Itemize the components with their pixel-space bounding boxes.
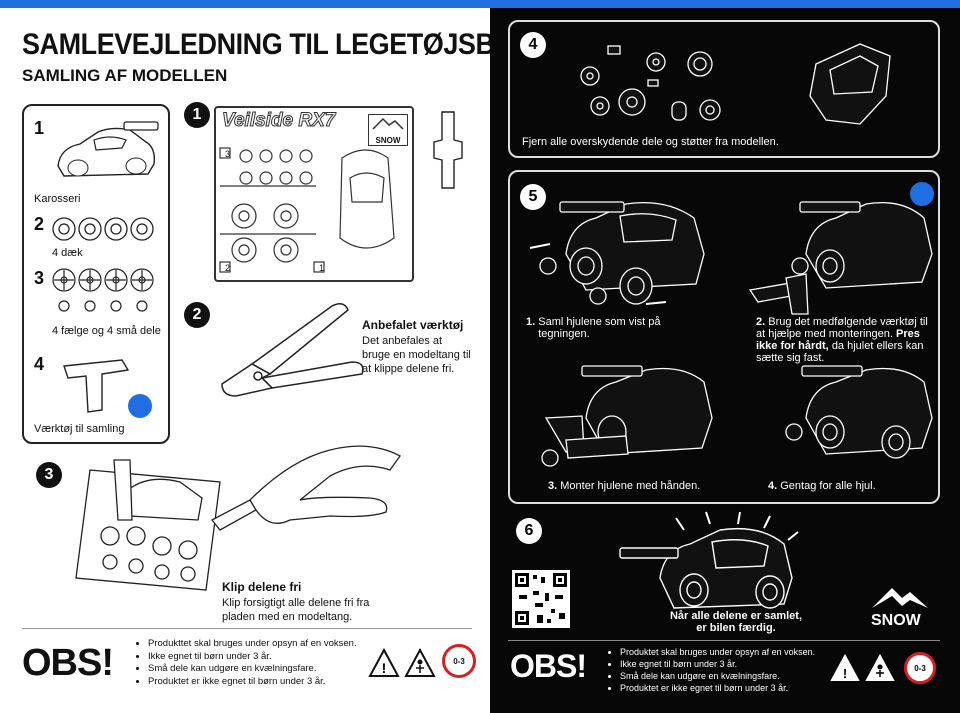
sprue-name: Veilside RX7 — [221, 110, 336, 132]
age-restriction-icon: 0-3 — [442, 644, 476, 678]
sprue-parts-drawing — [219, 147, 395, 273]
parts-removal-illustration — [580, 43, 891, 125]
blue-marker — [910, 182, 934, 206]
car-body-icon — [57, 121, 159, 177]
warning-item: Produktet er ikke egnet til børn under 3… — [148, 676, 366, 689]
substep: 4. Gentag for alle hjul. — [768, 480, 876, 492]
part-label: 4 fælge og 4 små dele — [52, 325, 161, 337]
tool-side-icon — [433, 111, 463, 189]
rims-icon — [52, 268, 154, 312]
pliers-icon — [221, 303, 364, 397]
right-page: 4 Fjern alle overskydende dele og støtte… — [490, 0, 960, 713]
warning-item: Produkttet skal bruges under opsyn af en… — [148, 638, 366, 651]
car-wheel-assembly-1 — [529, 201, 705, 305]
page-title: SAMLEVEJLEDNING TIL LEGETØJSBIL — [22, 28, 518, 61]
warning-list: Produkttet skal bruges under opsyn af en… — [136, 638, 366, 688]
warning-item: Små dele kan udgøre en kvælningsfare. — [148, 663, 366, 676]
substep: 2. Brug det medfølgende værktøj til at h… — [756, 316, 928, 364]
qr-code[interactable] — [512, 570, 570, 628]
step2-title: Anbefalet værktøj — [362, 318, 464, 332]
obs-heading: OBS! — [510, 648, 587, 684]
warning-item: Produktet skal bruges under opsyn af en … — [620, 646, 838, 658]
grid-label: 2 — [225, 263, 231, 273]
substep: 1. Saml hjulene som vist på tegningen. — [526, 316, 661, 340]
part-number: 4 — [34, 354, 45, 374]
warning-triangle-icon: ! — [830, 653, 895, 681]
brand-name: SNOW — [871, 612, 921, 629]
sprue-frame: Veilside RX7 SNOW — [214, 106, 414, 282]
part-number: 3 — [34, 268, 45, 288]
warning-item: Ikke egnet til børn under 3 år. — [620, 658, 838, 670]
car-wheel-assembly-2 — [748, 201, 933, 315]
svg-text:!: ! — [843, 666, 847, 681]
step4-text: Fjern alle overskydende dele og støtter … — [522, 136, 779, 148]
part-label: 4 dæk — [52, 247, 83, 259]
part-label: Værktøj til samling — [34, 423, 125, 435]
assembly-tool-icon — [63, 359, 130, 413]
tires-icon — [52, 217, 154, 241]
parts-list-box: 1 Karosseri 2 4 dæk 3 — [22, 104, 170, 444]
step4-box: 4 Fjern alle overskydende dele og støtte… — [508, 20, 940, 158]
step2-text: Det anbefales at bruge en modeltang til … — [362, 335, 471, 375]
warning-list: Produktet skal bruges under opsyn af en … — [608, 646, 838, 694]
step-badge: 1 — [184, 102, 210, 128]
step-badge: 2 — [184, 302, 210, 328]
step5-box: 5 1. Saml hjulene som vist på tegningen. — [508, 170, 940, 504]
part-number: 2 — [34, 214, 45, 234]
svg-text:!: ! — [382, 660, 387, 676]
divider — [22, 628, 472, 629]
left-page: SAMLEVEJLEDNING TIL LEGETØJSBIL SAMLING … — [0, 0, 490, 713]
sprue-logo: SNOW — [368, 114, 408, 146]
car-wheel-assembly-3 — [541, 365, 713, 467]
page-subtitle: SAMLING AF MODELLEN — [22, 66, 228, 85]
part-label: Karosseri — [34, 193, 81, 205]
part-number: 1 — [34, 118, 45, 138]
warning-item: Ikke egnet til børn under 3 år. — [148, 651, 366, 664]
step-badge: 4 — [520, 32, 546, 58]
warning-item: Små dele kan udgøre en kvælningsfare. — [620, 670, 838, 682]
warning-triangle-icon: ! — [368, 647, 436, 677]
finished-car-illustration — [619, 511, 799, 609]
grid-label: 1 — [319, 263, 325, 273]
accent-bar — [0, 0, 490, 8]
step6-text: Når alle delene er samlet, er bilen færd… — [669, 610, 803, 634]
step3-text: Klip forsigtigt alle delene fri fra plad… — [222, 597, 370, 623]
obs-heading: OBS! — [22, 642, 114, 684]
qr-code-icon — [515, 573, 567, 625]
age-restriction-icon: 0-3 — [904, 652, 936, 684]
accent-bar — [490, 0, 960, 8]
grid-label: 3 — [225, 149, 231, 159]
substep: 3. Monter hjulene med hånden. — [548, 480, 701, 492]
step-badge: 3 — [36, 462, 62, 488]
snow-mountain-logo-icon — [872, 588, 928, 608]
step-badge: 6 — [516, 518, 542, 544]
cutting-illustration — [75, 445, 401, 591]
car-wheel-assembly-4 — [785, 365, 933, 459]
warning-item: Produktet er ikke egnet til børn under 3… — [620, 682, 838, 694]
step-badge: 5 — [520, 184, 546, 210]
mountain-logo-icon — [372, 117, 404, 130]
blue-marker — [128, 394, 152, 418]
divider — [508, 640, 940, 641]
step3-title: Klip delene fri — [222, 580, 302, 594]
